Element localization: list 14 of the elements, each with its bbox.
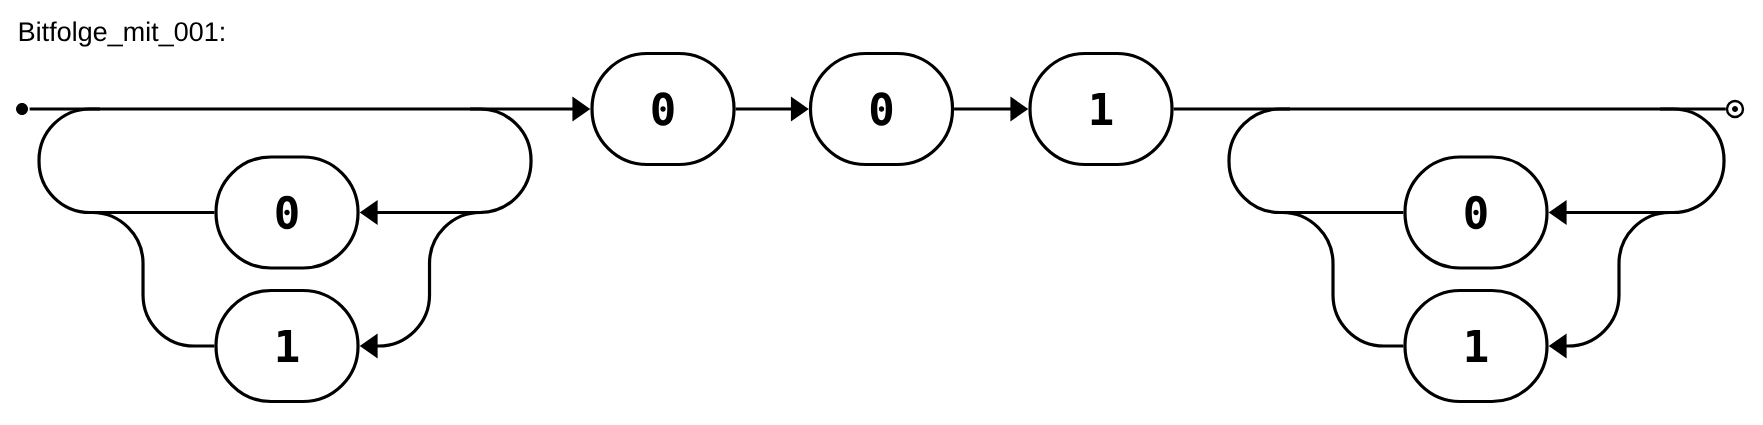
terminal-box: 1: [1028, 51, 1174, 167]
connector-line: [1173, 107, 1726, 111]
connector-line: [1227, 107, 1404, 215]
terminal-box: 1: [214, 288, 360, 404]
terminal-box: 1: [1403, 288, 1549, 404]
terminal-box: 0: [214, 155, 360, 270]
connector-line: [37, 107, 215, 215]
terminal-box: 0: [808, 51, 955, 167]
connector-line: [1279, 210, 1404, 348]
terminal-box: 0: [1403, 155, 1549, 270]
diagram-title: Bitfolge_mit_001:: [19, 21, 224, 47]
terminal-box: 0: [590, 51, 736, 167]
end-marker: [1725, 99, 1745, 119]
connector-line: [90, 210, 215, 348]
